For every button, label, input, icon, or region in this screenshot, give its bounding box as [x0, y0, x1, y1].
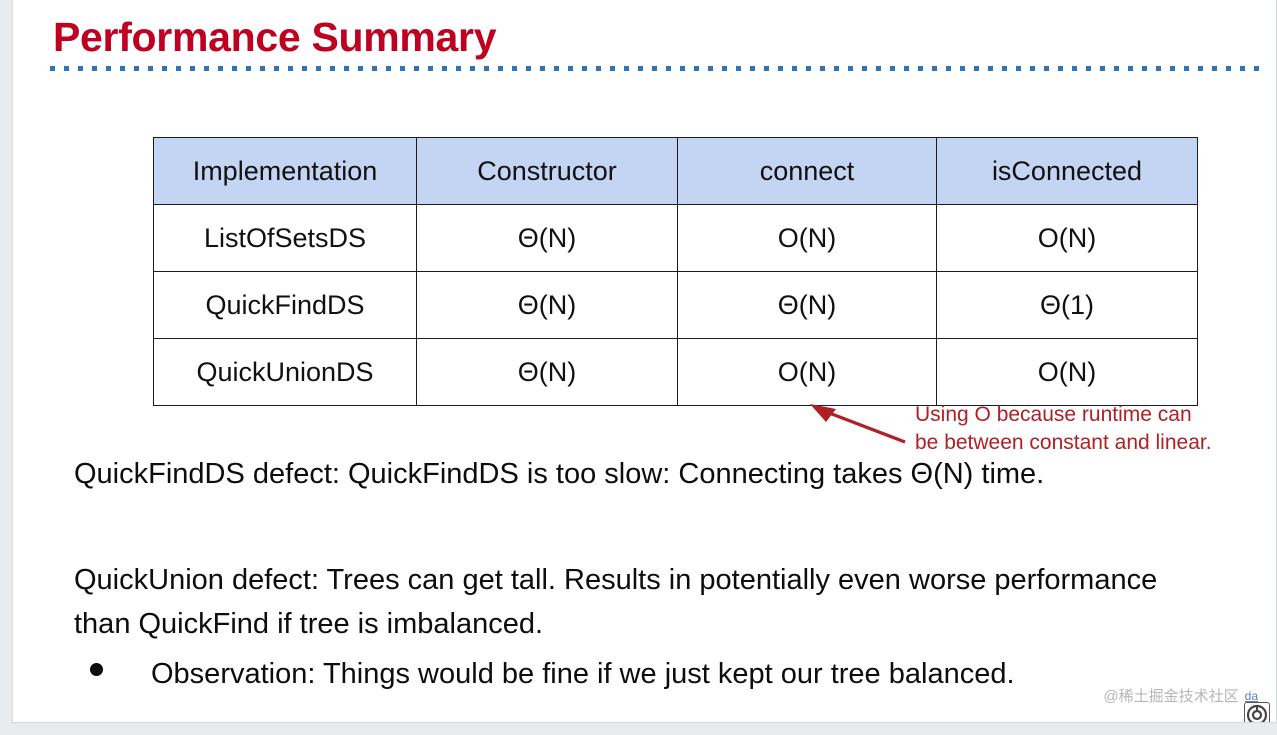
cell-connect: O(N) [677, 338, 937, 406]
cell-implementation: QuickUnionDS [153, 338, 417, 406]
annotation-line-1: Using O because runtime can [915, 403, 1192, 426]
cell-constructor: Θ(N) [416, 204, 678, 272]
table-header-row: Implementation Constructor connect isCon… [153, 137, 1198, 205]
column-header-isconnected: isConnected [936, 137, 1198, 205]
cell-implementation: QuickFindDS [153, 271, 417, 339]
annotation-line-2: be between constant and linear. [915, 431, 1212, 454]
title-dotted-rule [50, 66, 1262, 71]
performance-table: Implementation Constructor connect isCon… [153, 137, 1198, 406]
table-row: QuickUnionDS Θ(N) O(N) O(N) [153, 338, 1198, 406]
cell-isconnected: O(N) [936, 204, 1198, 272]
left-gutter-strip [0, 0, 12, 735]
annotation-text: Using O because runtime can be between c… [915, 401, 1265, 457]
bullet-observation-text: Observation: Things would be fine if we … [151, 658, 1015, 690]
watermark-badge-icon [1244, 702, 1270, 722]
paragraph-quickfind-defect: QuickFindDS defect: QuickFindDS is too s… [74, 458, 1045, 490]
column-header-constructor: Constructor [416, 137, 678, 205]
watermark: @稀土掘金技术社区 da [1103, 685, 1270, 722]
page-title: Performance Summary [53, 14, 497, 60]
list-item: Observation: Things would be fine if we … [74, 658, 1015, 691]
watermark-text: @稀土掘金技术社区 [1103, 688, 1239, 705]
cell-connect: O(N) [677, 204, 937, 272]
watermark-link[interactable]: da [1244, 688, 1258, 703]
table-row: ListOfSetsDS Θ(N) O(N) O(N) [153, 204, 1198, 272]
slide-canvas: Performance Summary Implementation Const… [12, 0, 1277, 723]
cell-constructor: Θ(N) [416, 271, 678, 339]
cell-isconnected: O(N) [936, 338, 1198, 406]
cell-constructor: Θ(N) [416, 338, 678, 406]
column-header-connect: connect [677, 137, 937, 205]
paragraph-quickunion-defect: QuickUnion defect: Trees can get tall. R… [74, 564, 1158, 640]
cell-connect: Θ(N) [677, 271, 937, 339]
column-header-implementation: Implementation [153, 137, 417, 205]
bullet-dot-icon [90, 663, 103, 676]
table-row: QuickFindDS Θ(N) Θ(N) Θ(1) [153, 271, 1198, 339]
cell-implementation: ListOfSetsDS [153, 204, 417, 272]
cell-isconnected: Θ(1) [936, 271, 1198, 339]
